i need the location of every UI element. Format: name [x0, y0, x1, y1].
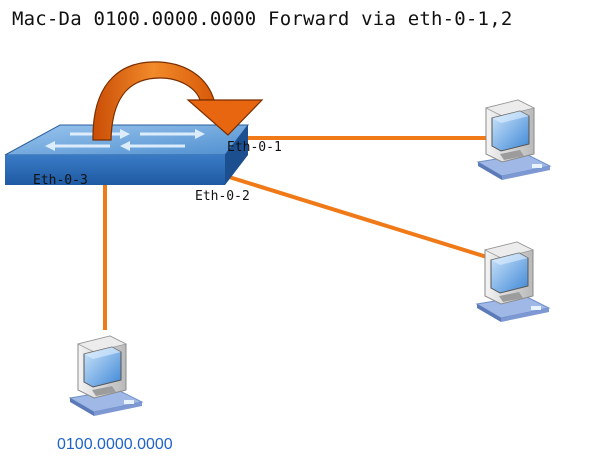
network-switch-icon — [4, 124, 250, 185]
host-middle-right-desktop-computer-icon — [476, 241, 550, 323]
port-label-eth-0-1: Eth-0-1 — [227, 140, 282, 155]
port-label-eth-0-2: Eth-0-2 — [195, 189, 250, 204]
host-bottom-left-desktop-computer-icon — [69, 335, 143, 417]
port-label-eth-0-3: Eth-0-3 — [33, 173, 88, 188]
diagram-title: Mac-Da 0100.0000.0000 Forward via eth-0-… — [12, 8, 513, 30]
host-mac-address: 0100.0000.0000 — [57, 436, 173, 453]
link-eth-0-2 — [212, 170, 491, 260]
curved-forward-arrow-icon — [92, 61, 264, 141]
host-top-right-desktop-computer-icon — [477, 99, 551, 181]
